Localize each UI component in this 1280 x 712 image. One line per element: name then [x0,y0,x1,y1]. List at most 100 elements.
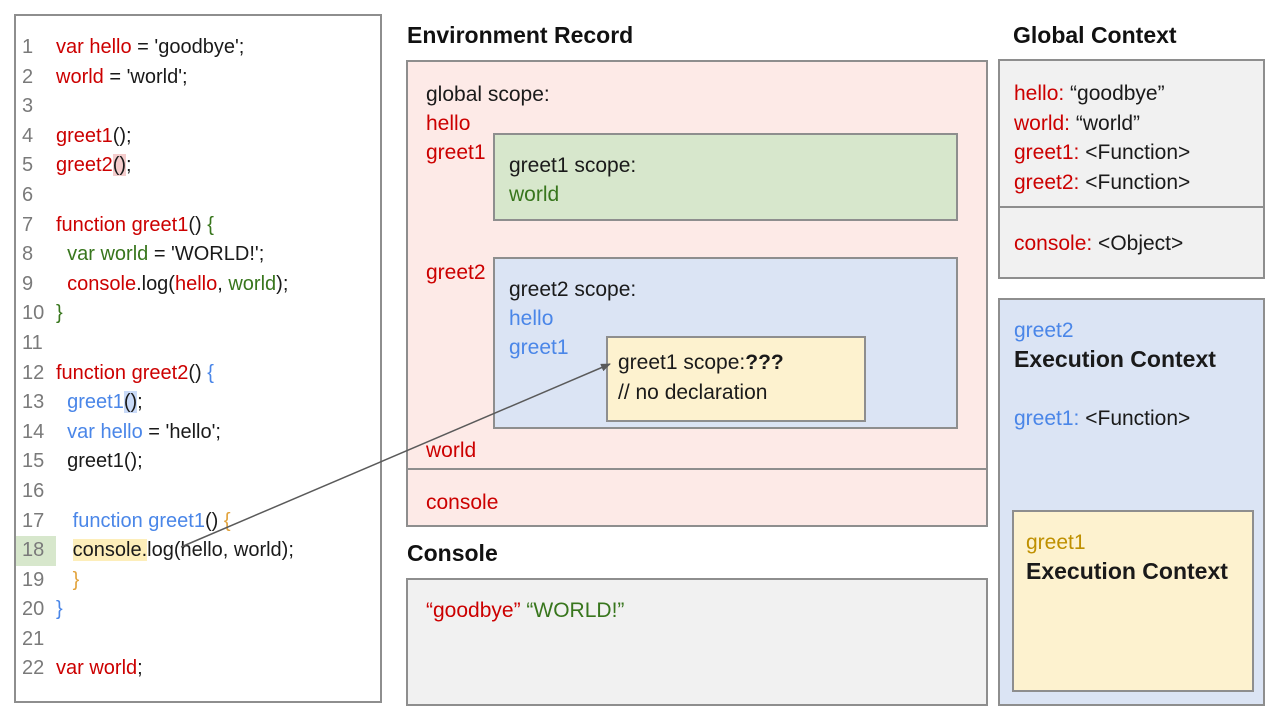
context-row-value: <Object> [1092,232,1184,255]
line-number: 8 [22,243,34,266]
code-text: var hello = 'hello'; [56,418,221,448]
global-context-divider [1000,206,1263,208]
code-token: var world [56,657,138,680]
code-line: 10} [16,299,380,329]
code-token [56,539,73,561]
greet2-execution-context-box: greet2 Execution Context greet1: <Functi… [998,298,1265,706]
context-row-key: greet1: [1014,407,1080,430]
line-number: 12 [22,361,45,384]
greet1-scope-label: greet1 scope: [509,154,637,177]
code-token: { [207,213,214,236]
code-token: console [67,272,137,295]
code-text: var world = 'WORLD!'; [56,240,264,270]
greet1-context-name: greet1 [1026,531,1086,554]
code-line: 8 var world = 'WORLD!'; [16,240,380,270]
global-context-console-row: console: <Object> [1014,229,1183,259]
greet1-execution-context-box: greet1 Execution Context [1012,510,1254,692]
context-row: greet2: <Function> [1014,168,1190,198]
context-row-key: hello: [1014,82,1065,105]
code-token: greet2 [56,154,113,177]
code-token: ; [137,391,143,414]
line-number: 11 [22,331,43,354]
line-number: 9 [22,272,34,295]
line-number: 15 [22,450,45,473]
line-number: 4 [22,124,34,147]
code-line: 6 [16,181,380,211]
code-token: ; [137,657,143,680]
code-token: greet1(); [56,450,143,473]
code-token: = 'hello'; [142,420,221,443]
line-number: 17 [22,509,45,532]
code-line: 9 console.log(hello, world); [16,270,380,300]
code-line: 3 [16,92,380,122]
line-number: 5 [22,154,34,177]
code-token [56,510,73,532]
context-row: console: <Object> [1014,229,1183,259]
line-number: 16 [22,479,45,502]
code-token: ); [276,272,289,295]
context-row-key: greet2: [1014,170,1080,194]
code-token [56,391,67,413]
inner-greet1-scope-box: greet1 scope:??? // no declaration [606,336,866,422]
code-token: hello [174,272,218,295]
code-line: 16 [16,477,380,507]
inner-greet1-scope-label: greet1 scope:??? [618,351,784,374]
code-token [56,273,67,295]
code-line: 2 world = 'world'; [16,63,380,93]
code-text: greet1(); [56,447,143,477]
code-token: console. [72,539,148,562]
code-token: } [72,568,80,591]
code-token: function greet2 [56,361,189,384]
code-text: function greet2() { [56,359,214,389]
code-text: greet2(); [56,151,132,181]
context-row: hello: “goodbye” [1014,79,1190,109]
global-context-title: Global Context [1013,22,1177,48]
line-number: 2 [22,65,34,88]
line-number: 7 [22,213,34,236]
context-row-value: “goodbye” [1064,82,1165,105]
code-text: } [56,595,63,625]
unknown-scope-marker: ??? [745,351,784,374]
context-row-key: world: [1014,111,1071,135]
code-token: ; [126,154,132,177]
code-token: world [228,272,277,295]
greet2-scope-box: greet2 scope: hello greet1 greet1 scope:… [493,257,958,429]
global-var-hello: hello [426,112,471,135]
code-token [56,569,73,591]
greet2-context-title: Execution Context [1014,346,1216,372]
code-token: (); [112,124,132,147]
code-line: 17 function greet1() { [16,507,380,537]
code-text: function greet1() { [56,211,214,241]
code-token: function greet1 [72,509,205,532]
line-number: 21 [22,627,45,650]
code-token: log(hello, world); [147,539,294,562]
global-var-greet1: greet1 [426,141,486,164]
line-number: 6 [22,183,34,206]
code-text: } [56,566,80,596]
code-token: = 'goodbye'; [131,36,245,58]
line-number: 19 [22,568,45,591]
code-text: greet1(); [56,122,132,152]
console-output-world: “WORLD!” [526,599,625,622]
console-output-goodbye: “goodbye” [426,599,521,622]
code-line: 5 greet2(); [16,151,380,181]
greet2-context-name: greet2 [1014,319,1074,342]
code-text: world = 'world'; [56,63,188,93]
console-output-line: “goodbye” “WORLD!” [426,596,624,625]
code-token: () [205,509,224,532]
code-token: () [188,361,208,384]
code-line: 15 greet1(); [16,447,380,477]
code-text: console.log(hello, world); [56,270,288,300]
code-line: 4 greet1(); [16,122,380,152]
greet1-scope-box: greet1 scope: world [493,133,958,221]
context-row-value: <Function> [1079,170,1191,194]
code-line: 12 function greet2() { [16,359,380,389]
environment-record-divider [408,468,986,470]
context-row-value: <Function> [1079,407,1191,430]
code-line: 21 [16,625,380,655]
code-token [56,243,67,265]
code-text: var hello = 'goodbye'; [56,33,244,63]
